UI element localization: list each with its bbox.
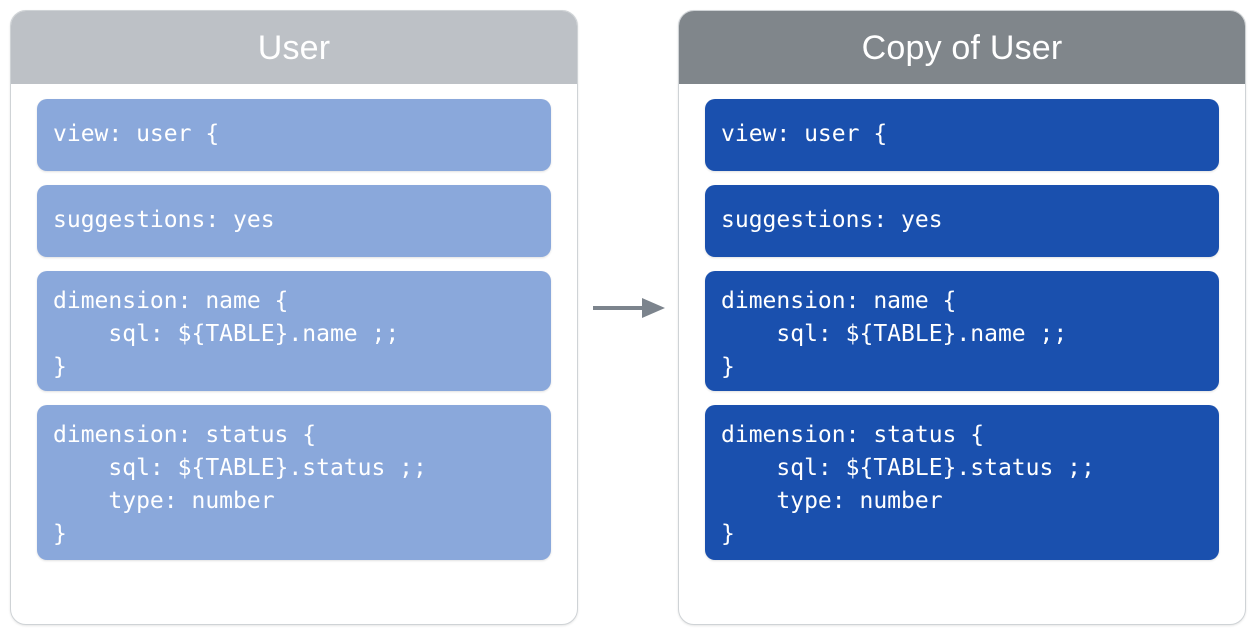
code-block-view-declaration: view: user { xyxy=(705,99,1219,171)
panel-source-view: User view: user { suggestions: yes dimen… xyxy=(10,10,578,625)
arrow-right-icon xyxy=(593,298,665,318)
panel-source-title: User xyxy=(257,28,331,67)
panel-copy-body: view: user { suggestions: yes dimension:… xyxy=(679,84,1245,578)
panel-source-header: User xyxy=(11,11,577,84)
code-block-dimension-name: dimension: name { sql: ${TABLE}.name ;; … xyxy=(37,271,551,391)
code-block-dimension-name: dimension: name { sql: ${TABLE}.name ;; … xyxy=(705,271,1219,391)
code-block-suggestions-parameter: suggestions: yes xyxy=(705,185,1219,257)
code-block-suggestions-parameter: suggestions: yes xyxy=(37,185,551,257)
code-block-dimension-status: dimension: status { sql: ${TABLE}.status… xyxy=(37,405,551,560)
panel-copy-title: Copy of User xyxy=(861,28,1063,67)
panel-source-body: view: user { suggestions: yes dimension:… xyxy=(11,84,577,578)
code-block-view-declaration: view: user { xyxy=(37,99,551,171)
code-block-dimension-status: dimension: status { sql: ${TABLE}.status… xyxy=(705,405,1219,560)
panel-copy-header: Copy of User xyxy=(679,11,1245,84)
panel-copy-view: Copy of User view: user { suggestions: y… xyxy=(678,10,1246,625)
